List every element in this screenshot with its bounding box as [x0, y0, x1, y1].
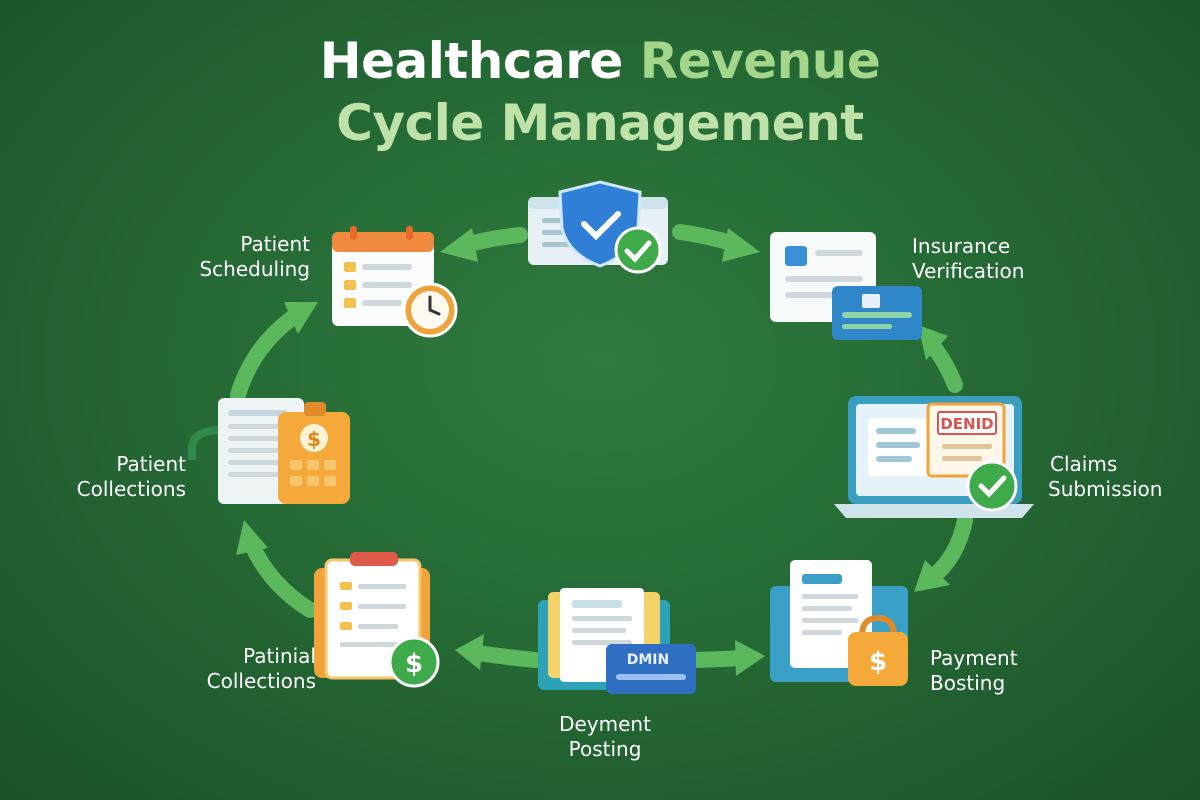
arrow-left-upper: [230, 302, 318, 403]
shield-document-icon: [528, 180, 668, 274]
insurance-card-icon: [770, 232, 922, 340]
title-line-2: Cycle Management: [336, 94, 864, 152]
clipboard-icon: $: [314, 552, 440, 688]
denied-stamp: DENID: [940, 415, 993, 433]
label-patinial-collections: Patinial Collections: [206, 644, 316, 693]
svg-text:$: $: [405, 649, 423, 679]
cycle-arrows: [230, 224, 973, 676]
payment-folder-icon: $: [770, 560, 908, 686]
payment-card-document-icon: DMIN: [538, 588, 696, 694]
arrow-right-lower: [914, 512, 973, 592]
label-insurance-verification: Insurance Verification: [912, 234, 1025, 283]
arrow-bottom-left: [455, 634, 543, 670]
label-payment-bosting: Payment Bosting: [930, 646, 1018, 695]
arrow-left-lower: [236, 520, 318, 618]
arrow-top-left: [440, 227, 528, 262]
label-patient-collections: Patient Collections: [76, 452, 186, 501]
card-text: DMIN: [627, 652, 669, 668]
svg-text:$: $: [869, 647, 887, 677]
arrow-top-right: [672, 224, 760, 262]
svg-text:$: $: [307, 427, 321, 451]
calendar-icon: [332, 226, 458, 338]
title-word-revenue: Revenue: [639, 32, 881, 90]
label-deyment-posting: Deyment Posting: [559, 712, 651, 761]
title-line-1: Healthcare Revenue: [0, 32, 1200, 90]
collections-document-icon: $: [188, 398, 350, 504]
arrow-right-upper: [918, 325, 963, 393]
label-claims-submission: Claims Submission: [1048, 452, 1163, 501]
label-patient-scheduling: Patient Scheduling: [199, 232, 310, 281]
title-word-healthcare: Healthcare: [319, 32, 624, 90]
laptop-claim-icon: DENID: [834, 396, 1034, 518]
